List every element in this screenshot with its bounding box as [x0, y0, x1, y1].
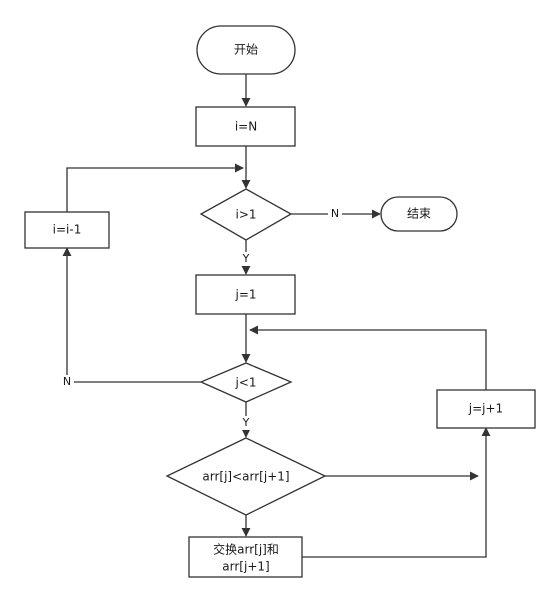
swap-label-line1: 交换arr[j]和	[213, 542, 279, 557]
edge-labels: N Y N Y	[59, 207, 342, 430]
compare-label: arr[j]<arr[j+1]	[202, 470, 289, 484]
cond-i-diamond	[199, 188, 293, 241]
init-j-box	[195, 274, 296, 315]
inc-j-box	[436, 389, 536, 429]
inc-j-node: j=j+1	[436, 389, 536, 429]
init-j-node: j=1	[195, 274, 296, 315]
init-i-label: i=N	[235, 120, 257, 134]
edge-dec-i-to-loop	[66, 163, 244, 212]
init-i-box	[195, 106, 296, 147]
dec-i-box	[24, 211, 110, 249]
edge-cond-j-no-to-dec-i	[62, 247, 201, 383]
dec-i-node: i=i-1	[24, 211, 110, 249]
dec-i-label: i=i-1	[53, 223, 82, 237]
cond-i-label: i>1	[235, 208, 256, 222]
cond-j-node: j<1	[199, 362, 293, 403]
cond-i-no-label: N	[331, 207, 339, 220]
start-label: 开始	[234, 43, 258, 57]
init-j-label: j=1	[234, 288, 256, 302]
compare-diamond	[165, 437, 327, 516]
end-terminator	[380, 196, 458, 232]
swap-node: 交换arr[j]和 arr[j+1]	[188, 536, 303, 578]
compare-node: arr[j]<arr[j+1]	[165, 437, 327, 516]
cond-j-diamond	[199, 362, 293, 403]
swap-box	[188, 536, 303, 578]
start-terminator	[196, 25, 296, 75]
inc-j-label: j=j+1	[468, 402, 503, 416]
edge-swap-to-inc-j	[302, 427, 491, 558]
edge-inc-j-to-loop	[249, 325, 487, 390]
start-node: 开始	[196, 25, 296, 75]
end-label: 结束	[407, 207, 431, 221]
cond-i-node: i>1	[199, 188, 293, 241]
init-i-node: i=N	[195, 106, 296, 147]
cond-j-label: j<1	[234, 376, 256, 390]
cond-i-yes-label: Y	[242, 252, 250, 265]
cond-j-no-label: N	[63, 375, 71, 388]
swap-label-line2: arr[j+1]	[222, 560, 269, 574]
end-node: 结束	[380, 196, 458, 232]
cond-j-yes-label: Y	[242, 416, 250, 429]
